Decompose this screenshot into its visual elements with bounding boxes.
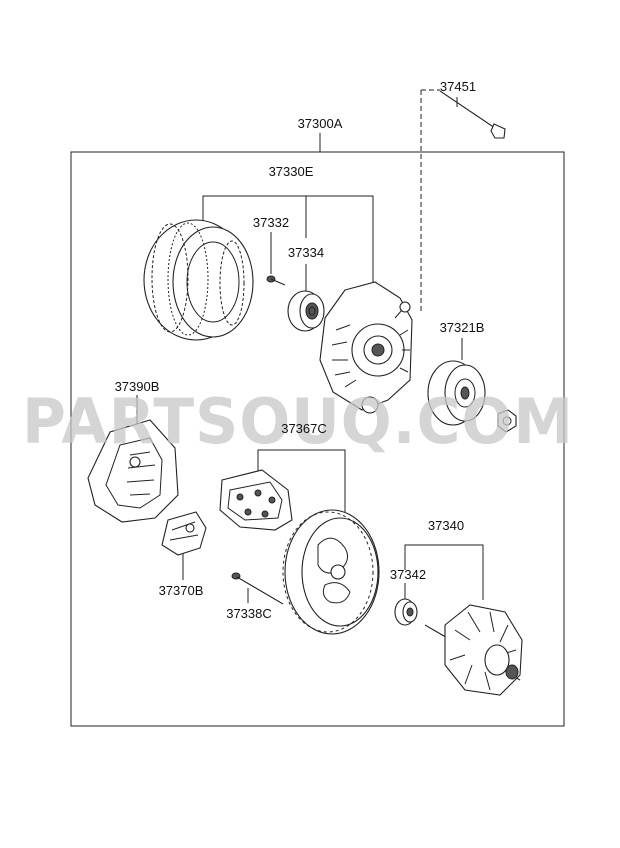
rectifier-37367C (219, 469, 293, 531)
stator-37330E (143, 219, 254, 341)
label-37340: 37340 (428, 518, 464, 533)
label-37370B: 37370B (159, 583, 204, 598)
label-37390B: 37390B (115, 379, 160, 394)
label-37342: 37342 (390, 567, 426, 582)
rear-cover-37390B (87, 419, 179, 523)
bearing-37334 (287, 290, 325, 332)
pulley-nut (497, 409, 517, 433)
label-37338C: 37338C (226, 606, 272, 621)
bolt-37338C (231, 572, 284, 605)
label-37321B: 37321B (440, 320, 485, 335)
label-37334: 37334 (288, 245, 324, 260)
through-bolt-37451 (439, 90, 506, 139)
pulley-37321B (427, 360, 486, 426)
label-37330E: 37330E (269, 164, 314, 179)
bearing-37342 (394, 598, 418, 626)
regulator-37370B (161, 511, 207, 556)
rear-housing (282, 509, 380, 635)
rotor-37340 (424, 604, 523, 696)
screw-37332 (266, 275, 286, 286)
label-37300A: 37300A (298, 116, 343, 131)
label-37451: 37451 (440, 79, 476, 94)
front-housing (319, 281, 413, 414)
label-37332: 37332 (253, 215, 289, 230)
assembly-frame (70, 151, 565, 727)
label-37367C: 37367C (281, 421, 327, 436)
watermark-text: PARTSOUQ.COM (22, 385, 574, 458)
